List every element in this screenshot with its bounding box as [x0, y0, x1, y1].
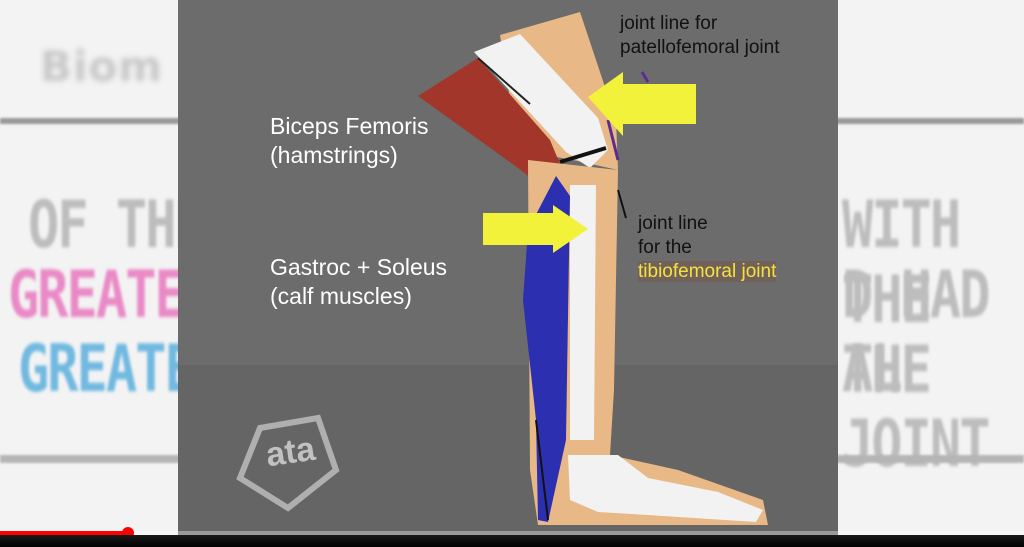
progress-bar-track[interactable] — [0, 531, 1024, 535]
label-biceps-femoris: Biceps Femoris (hamstrings) — [270, 113, 429, 168]
progress-bar-played — [0, 531, 128, 535]
background-word-left-1: OF THE — [28, 188, 206, 263]
background-word-right-1: WITH THE — [842, 188, 961, 338]
ata-logo-text: ata — [263, 429, 318, 475]
arrow-tibiofemoral — [483, 205, 588, 253]
patella-marker — [606, 119, 620, 161]
femur-bone — [474, 34, 608, 168]
video-frame[interactable]: Biceps Femoris (hamstrings) Gastroc + So… — [178, 0, 838, 547]
foot-bones — [568, 455, 763, 522]
ata-logo — [236, 414, 340, 512]
background-word-right-2: D HAD THE — [842, 258, 991, 408]
tibia-bone — [570, 185, 596, 440]
leg-illustration — [236, 12, 768, 525]
background-word-right-3: AL JOINT — [842, 332, 991, 482]
note-tibiofemoral: joint line for the tibiofemoral joint — [638, 212, 777, 284]
background-title: Biom — [40, 42, 164, 91]
note-tibiofemoral-prefix: joint line for the — [638, 213, 708, 258]
calf-muscle — [523, 176, 570, 522]
note-patellofemoral: joint line for patellofemoral joint — [620, 13, 780, 58]
note-tibiofemoral-highlight: tibiofemoral joint — [638, 261, 777, 282]
label-gastroc-soleus: Gastroc + Soleus (calf muscles) — [270, 254, 448, 309]
arrow-patellofemoral — [588, 72, 696, 136]
player-controls-bar — [0, 535, 1024, 547]
